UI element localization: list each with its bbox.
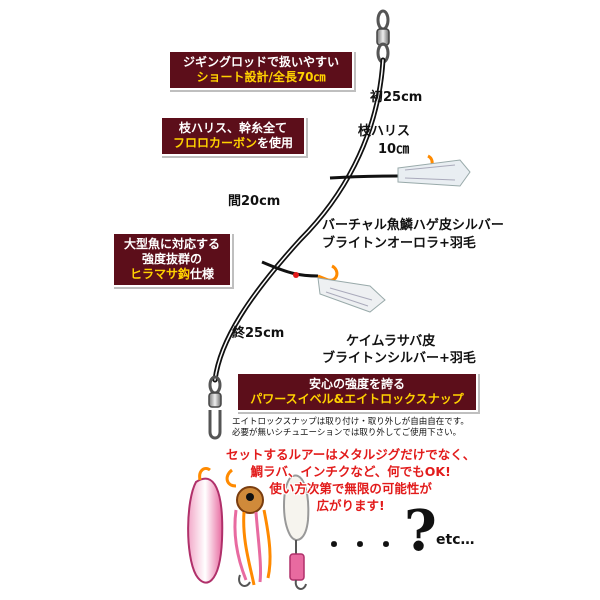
lure-text-line4: 広がります!	[316, 498, 385, 513]
label-top-length: 初25cm	[370, 90, 423, 105]
more-dots: ・・・	[322, 531, 400, 559]
badge-hiramasa-highlight: ヒラマサ鈎	[129, 267, 190, 281]
badge-fluorocarbon: 枝ハリス、幹糸全て フロロカーボンを使用	[160, 116, 306, 156]
upper-branch-line	[329, 174, 399, 180]
lure-text-line3: 使い方次第で無限の可能性が	[269, 481, 432, 496]
snap-note: エイトロックスナップは取り付け・取り外しが自由自在です。 必要が無いシチュエーシ…	[232, 417, 469, 439]
badge-short-design-line2: ショート設計/全長70㎝	[196, 70, 326, 84]
top-swivel-icon	[376, 9, 390, 64]
badge-power-swivel-line2: パワースイベル&エイトロックスナップ	[250, 392, 464, 406]
snap-note-line2: 必要が無いシチュエーションでは取り外してご使用下さい。	[232, 428, 462, 439]
badge-hiramasa-rest: 仕様	[190, 267, 215, 281]
badge-short-design-line1: ジギングロッドで扱いやすい	[182, 55, 339, 69]
lure-compatibility-text: セットするルアーはメタルジグだけでなく、 鯛ラバ、インチクなど、何でもOK! 使…	[226, 446, 475, 514]
badge-hiramasa-hook: 大型魚に対応する 強度抜群の ヒラマサ鈎仕様	[112, 232, 232, 287]
badge-short-design: ジギングロッドで扱いやすい ショート設計/全長70㎝	[168, 50, 354, 90]
inchiku-icon	[283, 474, 310, 590]
label-lower-lure-line2: ブライトンシルバー+羽毛	[322, 351, 476, 366]
badge-hiramasa-line2: 強度抜群の	[141, 252, 202, 266]
label-upper-lure-line2: ブライトンオーロラ+羽毛	[322, 236, 476, 251]
snap-note-line1: エイトロックスナップは取り付け・取り外しが自由自在です。	[232, 417, 469, 427]
label-bottom-length: 終25cm	[232, 326, 285, 341]
etc-label: etc…	[436, 532, 475, 548]
metal-jig-icon	[187, 466, 224, 584]
badge-fluorocarbon-highlight: フロロカーボン	[172, 136, 257, 150]
bottom-snap-icon	[208, 375, 222, 440]
upper-lure-icon	[397, 159, 471, 187]
badge-fluorocarbon-line1: 枝ハリス、幹糸全て	[178, 121, 287, 135]
label-branch-leader-size: 10㎝	[378, 142, 410, 157]
badge-power-swivel-line1: 安心の強度を誇る	[308, 377, 405, 391]
question-mark: ?	[404, 498, 437, 564]
badge-fluorocarbon-rest: を使用	[257, 136, 294, 150]
label-upper-lure-line1: バーチャル魚鱗ハゲ皮シルバー	[322, 218, 504, 233]
label-mid-length: 間20cm	[228, 194, 281, 209]
label-lower-lure-line1: ケイムラサバ皮	[346, 334, 436, 349]
lure-text-line2: 鯛ラバ、インチクなど、何でもOK!	[250, 464, 451, 479]
label-branch-leader: 枝ハリス	[358, 124, 411, 139]
badge-power-swivel: 安心の強度を誇る パワースイベル&エイトロックスナップ	[236, 372, 478, 412]
badge-hiramasa-line1: 大型魚に対応する	[123, 237, 220, 251]
lower-lure-icon	[317, 277, 386, 313]
tai-rubber-icon	[225, 468, 272, 587]
lure-text-line1: セットするルアーはメタルジグだけでなく、	[226, 447, 476, 462]
